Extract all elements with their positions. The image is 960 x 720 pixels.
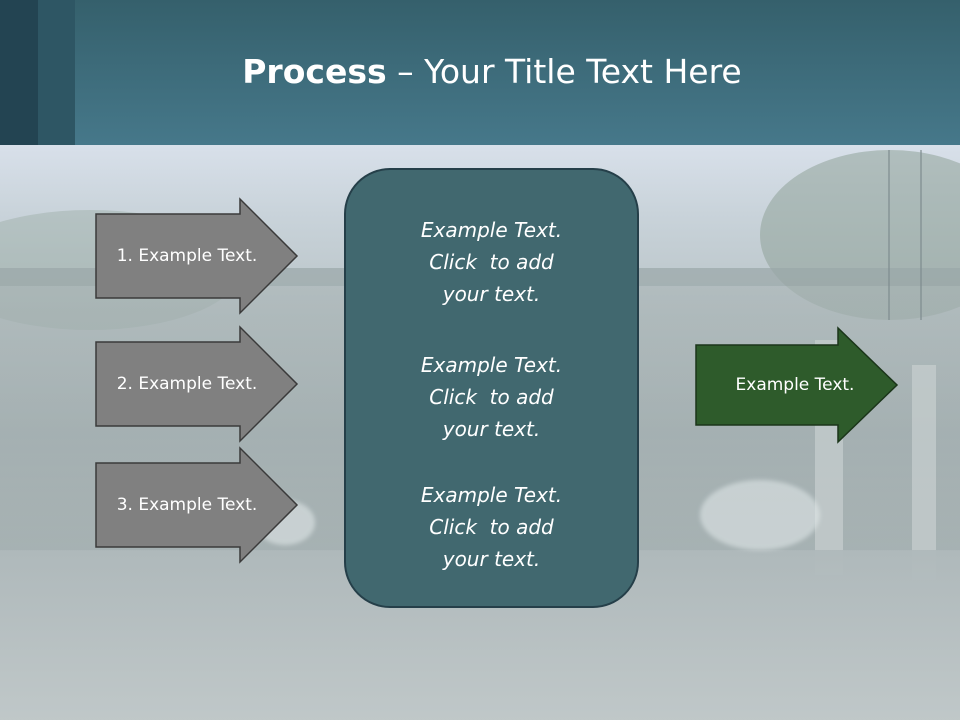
step-2-label: 2. Example Text. xyxy=(116,374,258,394)
title-rest-part: – Your Title Text Here xyxy=(386,52,742,91)
header-accent-block xyxy=(38,0,75,145)
slide-title[interactable]: Process – Your Title Text Here xyxy=(0,52,960,91)
step-3-arrow[interactable] xyxy=(95,446,299,564)
transmission-tower xyxy=(888,150,922,320)
center-text-line: your text. xyxy=(442,417,541,441)
center-text-line: Example Text. xyxy=(420,353,563,377)
center-text-line: your text. xyxy=(442,282,541,306)
result-arrow[interactable] xyxy=(695,326,899,444)
center-content-box[interactable]: Example Text. Click to add your text. Ex… xyxy=(344,168,639,608)
center-text-block: Example Text. Click to add your text. xyxy=(346,214,637,310)
center-text-line: Example Text. xyxy=(420,483,563,507)
step-3-label: 3. Example Text. xyxy=(116,495,258,515)
water-spray xyxy=(700,480,820,550)
step-2-arrow[interactable] xyxy=(95,325,299,443)
step-1-arrow[interactable] xyxy=(95,197,299,315)
dam-pier xyxy=(912,365,936,580)
result-label: Example Text. xyxy=(735,375,855,395)
center-text-line: Click to add xyxy=(429,385,554,409)
center-text-block: Example Text. Click to add your text. xyxy=(346,479,637,575)
center-text-line: Example Text. xyxy=(420,218,563,242)
title-bar: Process – Your Title Text Here xyxy=(0,0,960,145)
step-1-label: 1. Example Text. xyxy=(116,246,258,266)
center-text-block: Example Text. Click to add your text. xyxy=(346,349,637,445)
center-text-line: Click to add xyxy=(429,515,554,539)
title-bold-part: Process xyxy=(242,52,387,91)
header-accent-block xyxy=(0,0,38,145)
center-text-line: your text. xyxy=(442,547,541,571)
center-text-line: Click to add xyxy=(429,250,554,274)
